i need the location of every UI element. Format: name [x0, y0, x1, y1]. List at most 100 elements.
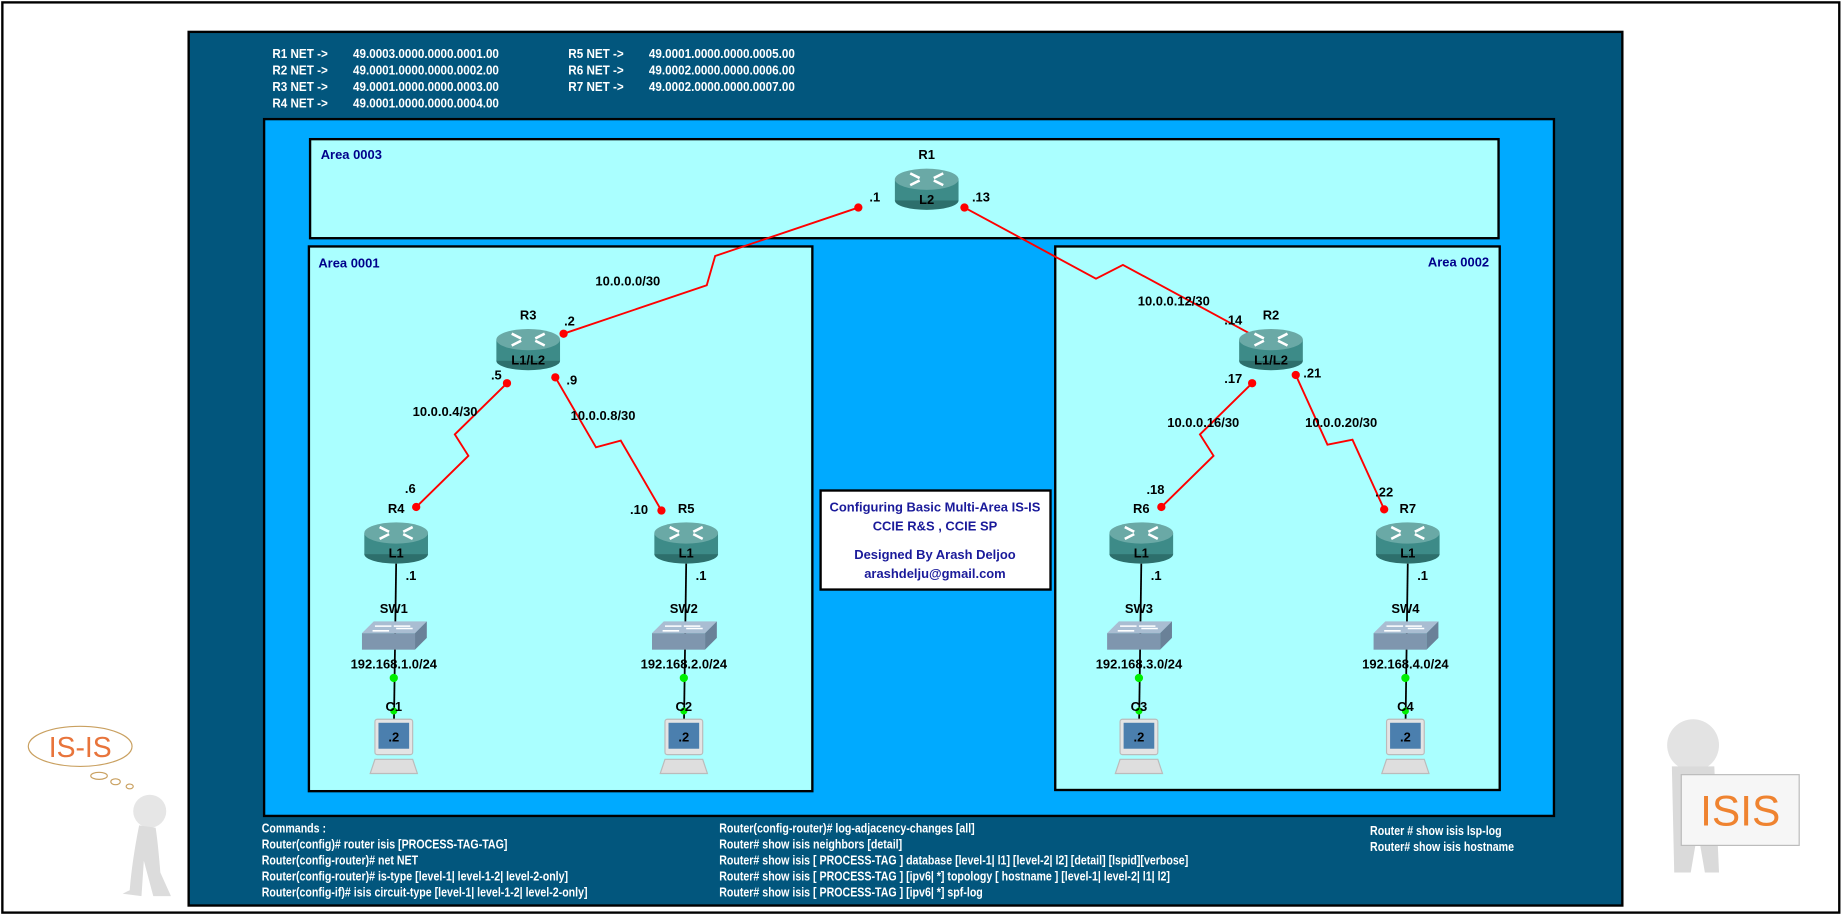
interface-ip-label: .1: [406, 568, 417, 583]
interface-ip-label: .2: [564, 313, 575, 328]
interface-dot: [1134, 673, 1144, 683]
router-icon: [496, 328, 561, 371]
interface-ip-label: .1: [1151, 568, 1162, 583]
interface-dot: [1157, 502, 1166, 512]
command-text: Router(config-if)# isis circuit-type [le…: [262, 885, 588, 900]
lan-subnet-label: 192.168.3.0/24: [1096, 657, 1183, 672]
area-label: Area 0003: [321, 147, 382, 162]
router-level-label: L1/L2: [511, 352, 545, 367]
interface-ip-label: .1: [869, 190, 880, 205]
command-text: Router(config-router)# log-adjacency-cha…: [719, 820, 975, 835]
bubble-text: IS-IS: [49, 731, 112, 763]
net-entry: R2 NET ->49.0001.0000.0000.0002.00: [272, 63, 499, 78]
router-level-label: L1: [1134, 546, 1149, 561]
router-icon: [1239, 328, 1303, 371]
lan-subnet-label: 192.168.2.0/24: [641, 657, 728, 672]
interface-ip-label: .22: [1375, 484, 1393, 499]
pc-label: C2: [676, 699, 693, 714]
interface-ip-label: .14: [1224, 312, 1243, 327]
command-text: Router# show isis [ PROCESS-TAG ] databa…: [719, 852, 1188, 867]
net-value: 49.0001.0000.0000.0005.00: [649, 46, 795, 61]
links: 10.0.0.0/30.1.210.0.0.12/30.13.1410.0.0.…: [405, 190, 1393, 517]
area-label: Area 0002: [1428, 254, 1489, 269]
router-icon: [894, 168, 959, 210]
subnet-label: 10.0.0.16/30: [1167, 415, 1239, 430]
command-line: Router# show isis [ PROCESS-TAG ] [ipv6|…: [719, 885, 983, 900]
router-name-label: R6: [1133, 501, 1150, 516]
command-line: Router(config-router)# net NET: [262, 852, 419, 867]
pc-icon: [1114, 718, 1164, 775]
command-line: Router# show isis neighbors [detail]: [719, 836, 902, 851]
command-text: Router# show isis hostname: [1370, 839, 1514, 854]
interface-ip-label: .5: [491, 368, 502, 383]
switch-label: SW4: [1391, 601, 1420, 616]
command-line: Router # show isis lsp-log: [1370, 823, 1502, 838]
command-text: Router# show isis [ PROCESS-TAG ] [ipv6|…: [719, 885, 983, 900]
area-0001-box: [307, 245, 814, 793]
pc-ip-label: .2: [1134, 730, 1145, 745]
pc-label: C1: [386, 699, 403, 714]
net-entry: R4 NET ->49.0001.0000.0000.0004.00: [272, 96, 499, 111]
interface-dot: [1248, 379, 1257, 388]
interface-ip-label: .13: [972, 190, 990, 205]
info-subtitle: CCIE R&S , CCIE SP: [873, 519, 998, 534]
lans: .1SW1192.168.1.0/24C1.2.1SW2192.168.2.0/…: [351, 563, 1449, 775]
area-0002-box: [1054, 245, 1501, 792]
switch-icon: [1373, 621, 1439, 650]
net-value: 49.0001.0000.0000.0003.00: [353, 79, 499, 94]
net-value: 49.0001.0000.0000.0004.00: [353, 96, 499, 111]
command-line: Router(config-router)# is-type [level-1|…: [262, 869, 568, 884]
net-entry: R3 NET ->49.0001.0000.0000.0003.00: [272, 79, 499, 94]
net-router-label: R1 NET ->: [272, 46, 327, 61]
subnet-label: 10.0.0.12/30: [1138, 293, 1210, 308]
command-text: Router # show isis lsp-log: [1370, 823, 1502, 838]
interface-dot: [1401, 673, 1410, 683]
interface-dot: [1291, 370, 1300, 380]
serial-link-line: [1294, 374, 1386, 510]
command-line: Router(config)# router isis [PROCESS-TAG…: [262, 836, 508, 851]
interface-dot: [559, 329, 568, 338]
interface-dot: [679, 673, 688, 683]
link-R1-R2: 10.0.0.12/30 .13 .14: [960, 190, 1259, 341]
router-level-label: L1: [679, 546, 694, 561]
pc-label: C4: [1397, 699, 1414, 714]
command-line: Router(config-if)# isis circuit-type [le…: [262, 885, 588, 900]
router-icon: [1109, 522, 1174, 564]
interface-ip-label: .9: [566, 372, 577, 387]
interface-dot: [1135, 707, 1143, 715]
interface-dot: [551, 373, 560, 382]
net-entry: R6 NET ->49.0002.0000.0000.0006.00: [568, 63, 795, 78]
pc-icon: [1381, 718, 1430, 775]
command-text: Router(config-router)# net NET: [262, 852, 419, 867]
interface-ip-label: .21: [1303, 365, 1321, 380]
command-line: Router# show isis hostname: [1370, 839, 1514, 854]
subnet-label: 10.0.0.8/30: [571, 408, 636, 423]
command-line: Commands :: [262, 820, 326, 835]
net-value: 49.0002.0000.0000.0007.00: [649, 79, 795, 94]
router-level-label: L1/L2: [1254, 352, 1288, 367]
net-entry: R5 NET ->49.0001.0000.0000.0005.00: [568, 46, 795, 61]
serial-link-line: [554, 376, 663, 512]
command-text: Router(config)# router isis [PROCESS-TAG…: [262, 836, 508, 851]
command-text: Router# show isis [ PROCESS-TAG ] [ipv6|…: [719, 869, 1170, 884]
link-R2-R6: 10.0.0.16/30.17.18: [1146, 371, 1257, 512]
switch-label: SW3: [1125, 601, 1153, 616]
router-level-label: L1: [1400, 546, 1415, 561]
info-email: arashdelju@gmail.com: [864, 566, 1006, 581]
net-value: 49.0003.0000.0000.0001.00: [353, 46, 499, 61]
net-router-label: R2 NET ->: [272, 63, 327, 78]
pc-icon: [659, 718, 709, 775]
command-line: Router# show isis [ PROCESS-TAG ] databa…: [719, 852, 1188, 867]
router-icon: [654, 522, 719, 564]
